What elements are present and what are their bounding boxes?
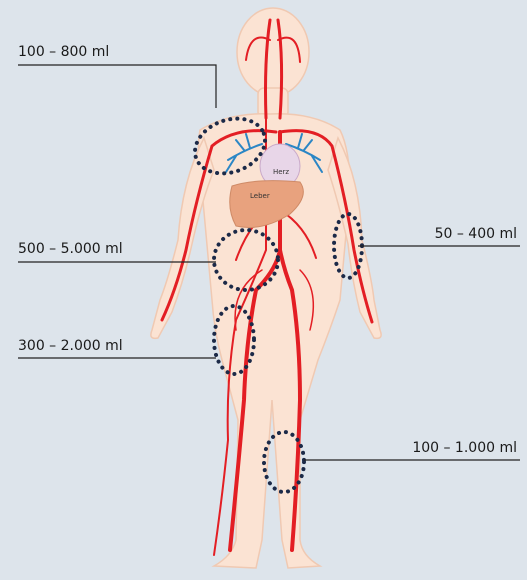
liver-label: Leber [250, 192, 270, 200]
callout-calf: 100 – 1.000 ml [412, 440, 517, 456]
callout-abdomen: 500 – 5.000 ml [18, 241, 123, 257]
callout-arm: 50 – 400 ml [435, 226, 517, 242]
callout-lung: 100 – 800 ml [18, 44, 109, 60]
callout-thigh: 300 – 2.000 ml [18, 338, 123, 354]
heart-label: Herz [273, 168, 289, 176]
